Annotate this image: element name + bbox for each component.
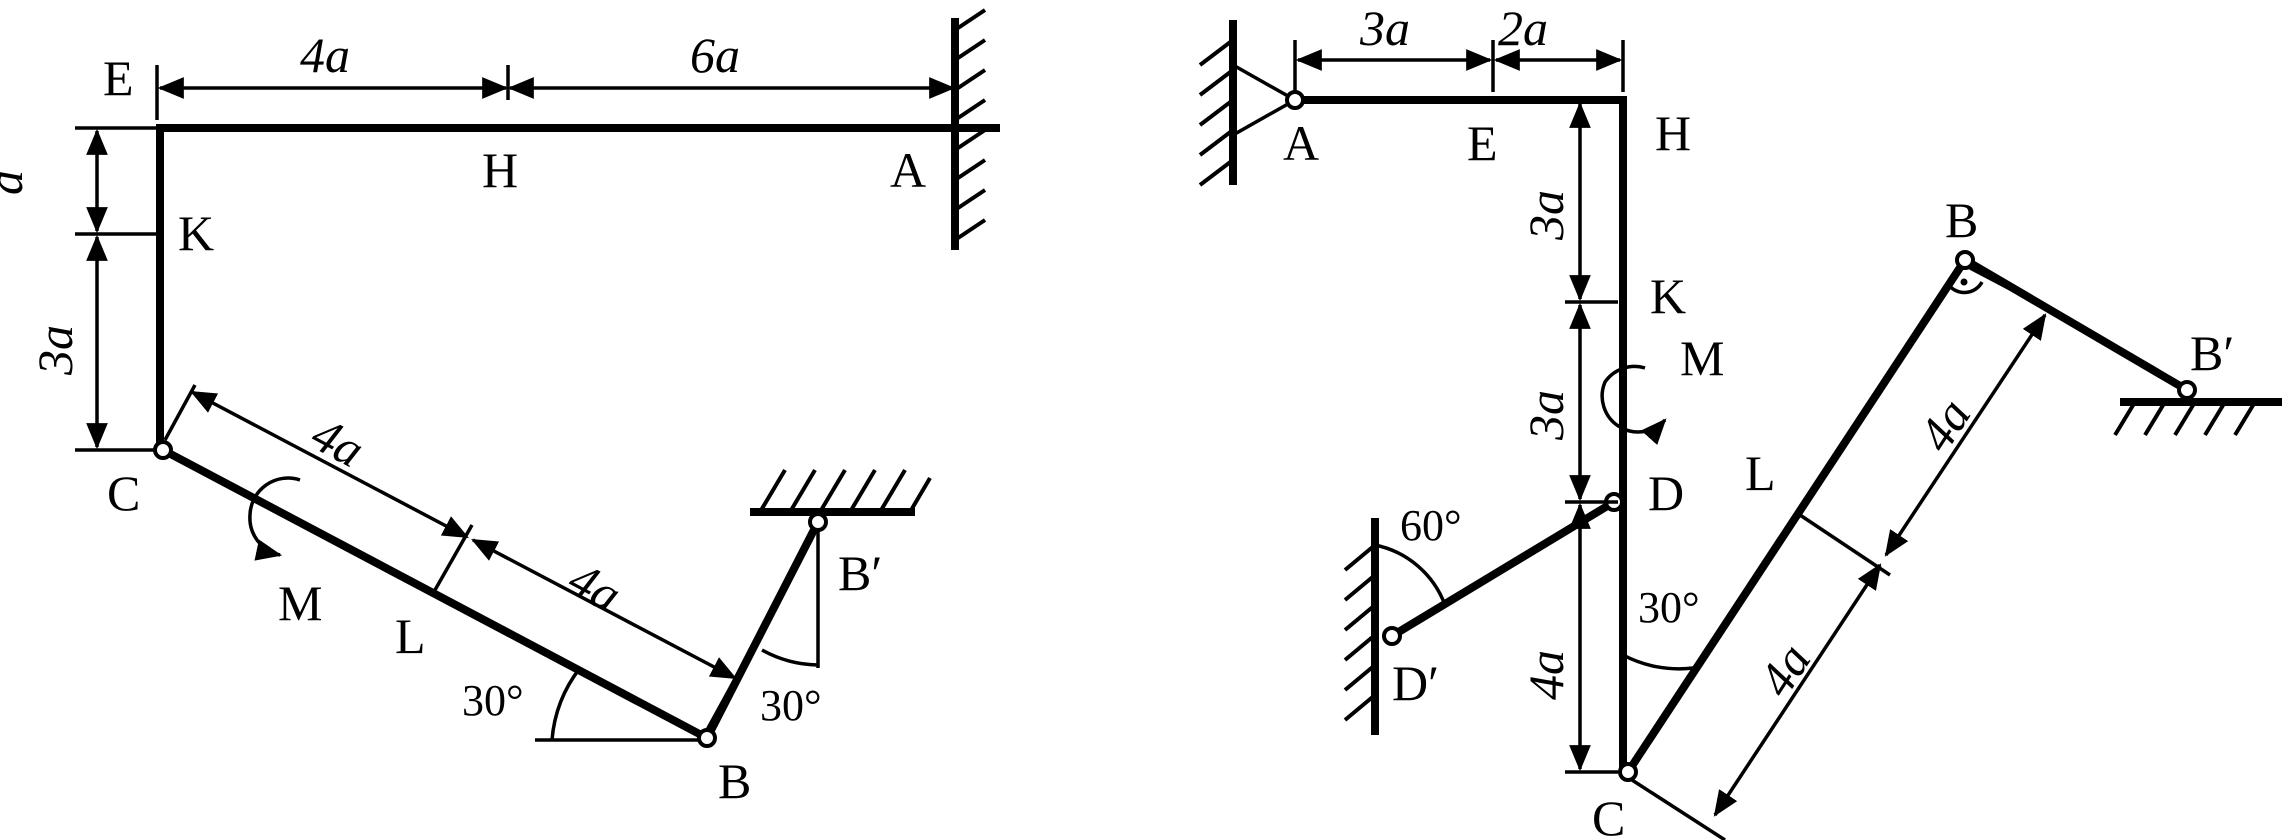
label-A-right: A xyxy=(1283,115,1319,171)
label-H: H xyxy=(482,142,518,198)
figure-left: E H A K C L B B′ M 4a 6a a 3a 4a 4a 30° … xyxy=(0,8,1000,809)
pin-C xyxy=(153,440,173,460)
label-H-right: H xyxy=(1655,105,1691,161)
pin-B-right xyxy=(1955,250,1975,270)
label-M: M xyxy=(278,575,322,631)
label-A: A xyxy=(890,142,926,198)
label-Bprime-right: B′ xyxy=(2190,325,2234,381)
pin-Bprime-right xyxy=(2177,380,2197,400)
angle-Bprime: 30° xyxy=(760,681,822,730)
label-C-right: C xyxy=(1592,790,1625,840)
wall-support-A xyxy=(951,8,987,250)
link-BBprime-right xyxy=(1962,256,2190,394)
label-C: C xyxy=(107,465,140,521)
angle-Dprime: 60° xyxy=(1400,501,1462,550)
label-E: E xyxy=(103,50,134,106)
dim-CL: 4a xyxy=(303,405,373,478)
label-K-right: K xyxy=(1650,268,1686,324)
right-angle-dot xyxy=(1960,278,1968,286)
pin-Dprime xyxy=(1382,626,1402,646)
label-K: K xyxy=(178,205,214,261)
label-L-right: L xyxy=(1745,445,1776,501)
pin-C-right xyxy=(1618,762,1638,782)
dim-KC: 3a xyxy=(27,325,83,376)
label-M-right: M xyxy=(1680,330,1724,386)
pin-Bprime xyxy=(808,512,828,532)
link-BBprime xyxy=(703,520,822,740)
dim-KD: 3a xyxy=(1518,390,1574,441)
label-B: B xyxy=(718,753,751,809)
dim-HK: 3a xyxy=(1518,190,1574,241)
label-E-right: E xyxy=(1467,115,1498,171)
dim-DC: 4a xyxy=(1518,650,1574,700)
angle-C-right: 30° xyxy=(1638,583,1700,632)
wall-support-Dprime xyxy=(1343,518,1379,735)
label-D: D xyxy=(1648,465,1684,521)
dim-EK: a xyxy=(0,170,33,195)
dim-HA: 6a xyxy=(690,27,740,83)
dim-AE: 3a xyxy=(1359,0,1410,56)
ground-support-Bprime-right xyxy=(2113,398,2282,437)
label-Dprime: D′ xyxy=(1392,655,1439,711)
label-L: L xyxy=(395,608,426,664)
label-B-right: B xyxy=(1945,192,1978,248)
figure-right: A E H K M D D′ C L B B′ 3a 2a 3a 3a 4a 4… xyxy=(1198,0,2282,840)
dim-LB-right: 4a xyxy=(1907,389,1981,461)
dim-EH: 4a xyxy=(300,27,350,83)
label-Bprime: B′ xyxy=(838,545,882,601)
pin-B xyxy=(697,728,717,748)
dim-CL-right: 4a xyxy=(1747,634,1821,706)
pin-A-right xyxy=(1285,90,1305,110)
ground-support-Bprime xyxy=(750,468,932,516)
member-CB xyxy=(161,446,709,742)
wall-support-A-right xyxy=(1198,20,1299,187)
dim-EH-right: 2a xyxy=(1498,0,1548,56)
dim-LB: 4a xyxy=(560,550,630,623)
angle-B: 30° xyxy=(462,676,524,725)
